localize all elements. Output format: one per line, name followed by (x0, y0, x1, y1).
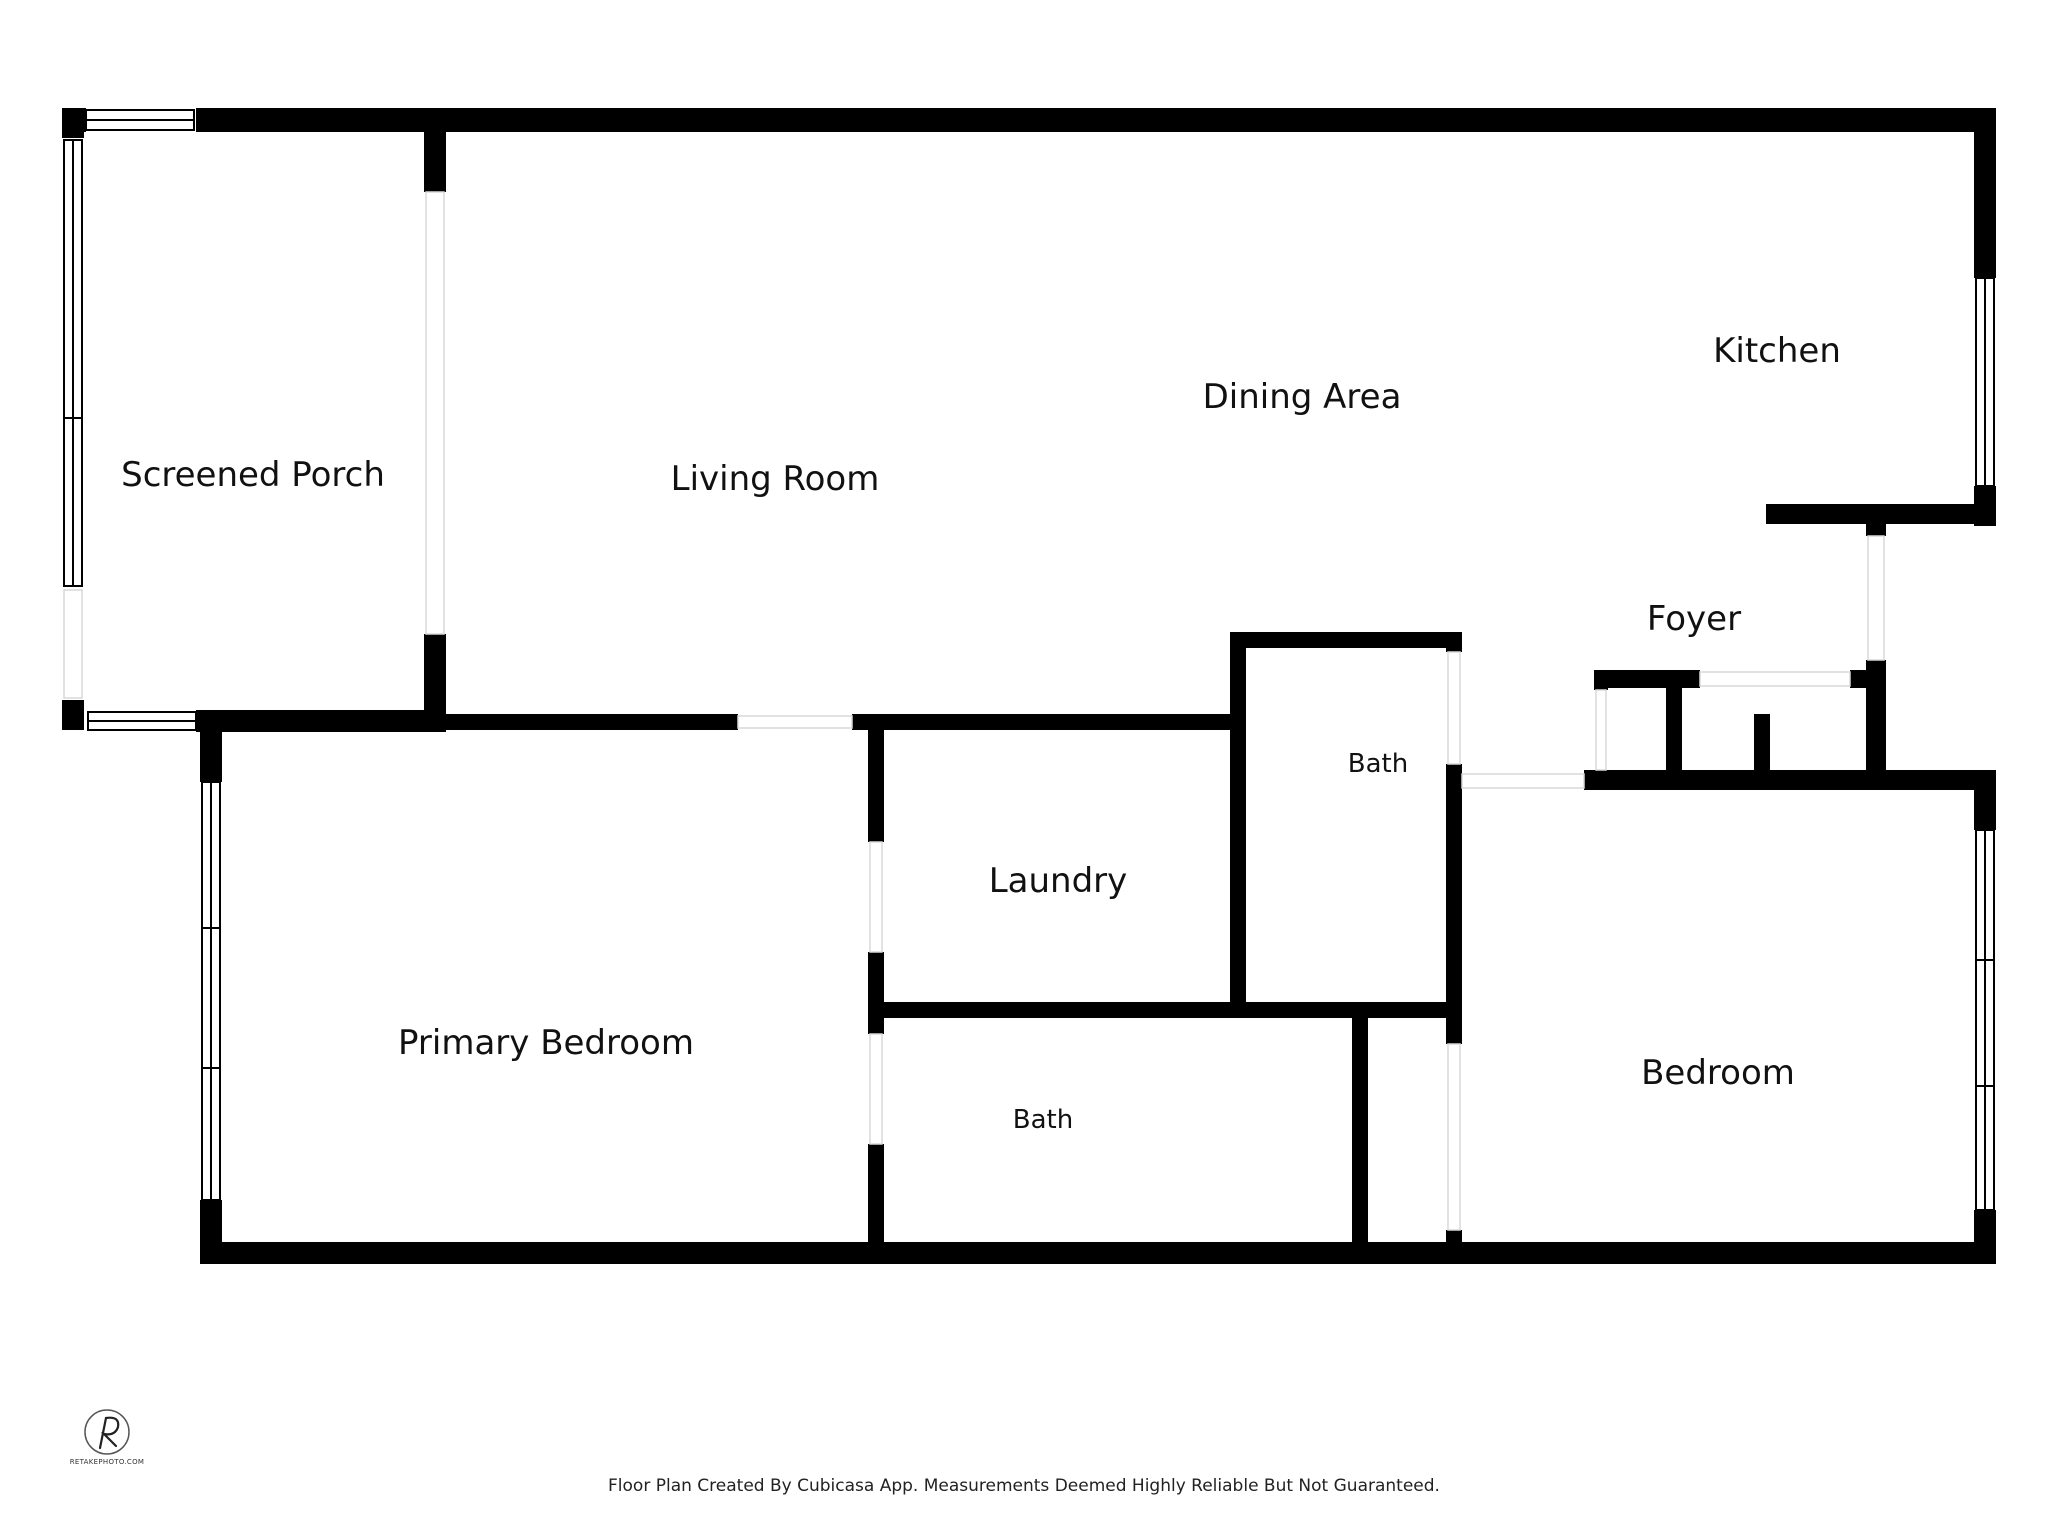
wall-primary-laundry (868, 1144, 884, 1264)
wall-laundry-bath (868, 1002, 1452, 1018)
opening-entry-door (1867, 535, 1885, 661)
wall-closet (1594, 670, 1608, 690)
wall-bath-lower (1446, 1230, 1462, 1264)
wall-right-lower (1974, 770, 1996, 830)
opening-bath-upper-door (1447, 651, 1461, 765)
room-labels: Screened Porch Living Room Dining Area K… (121, 331, 1841, 1135)
wall-foyer-right (1866, 504, 1886, 536)
wall-top (196, 108, 1996, 132)
opening-porch-left (63, 589, 83, 699)
wall-bedroom-top (1880, 770, 1996, 790)
wall-porch-living (424, 634, 446, 732)
wall-primary-top (424, 714, 738, 730)
wall-closet (1850, 670, 1886, 688)
opening-closet-side (1595, 689, 1607, 771)
label-bedroom: Bedroom (1641, 1053, 1795, 1093)
label-primary-bedroom: Primary Bedroom (398, 1023, 694, 1063)
label-bath-lower: Bath (1013, 1105, 1073, 1135)
opening-closet-lower (1447, 1043, 1461, 1231)
wall-bath-upper (1446, 632, 1462, 652)
wall-bath-lower (1352, 1002, 1368, 1264)
label-kitchen: Kitchen (1713, 331, 1841, 371)
wall-primary-left (200, 710, 222, 782)
opening-laundry-door (869, 841, 883, 953)
logo-text: RETAKEPHOTO.COM (69, 1458, 145, 1466)
retakephoto-logo (84, 1409, 130, 1455)
label-living-room: Living Room (671, 459, 880, 499)
footer-disclaimer: Floor Plan Created By Cubicasa App. Meas… (608, 1476, 1440, 1496)
label-foyer: Foyer (1647, 599, 1741, 639)
opening-closet (1699, 671, 1851, 687)
wall-porch-living (424, 128, 446, 192)
wall-closet (1666, 670, 1682, 790)
label-bath-upper: Bath (1348, 749, 1408, 779)
wall-right-upper (1974, 108, 1996, 278)
wall-bottom (200, 1242, 1996, 1264)
label-laundry: Laundry (989, 861, 1128, 901)
wall-porch-bottom (196, 710, 446, 732)
wall-primary-left (200, 1200, 222, 1264)
opening-primary-door (737, 715, 853, 729)
opening-porch-living (425, 191, 445, 635)
label-dining-area: Dining Area (1203, 377, 1402, 417)
opening-bedroom-door (1461, 773, 1585, 789)
opening-bath-lower-door (869, 1033, 883, 1145)
wall-porch-left (62, 108, 84, 138)
wall-bath-upper (1446, 764, 1462, 1044)
openings (425, 191, 1885, 1231)
wall-bath-upper (1230, 632, 1246, 1018)
walls (62, 108, 1996, 1264)
windows (63, 109, 1995, 1211)
wall-bath-upper (1230, 632, 1462, 648)
wall-closet (1594, 670, 1700, 688)
label-screened-porch: Screened Porch (121, 455, 385, 495)
wall-primary-laundry (868, 714, 884, 842)
wall-primary-top (852, 714, 1238, 730)
wall-foyer-right (1866, 660, 1886, 790)
wall-primary-laundry (868, 952, 884, 1034)
wall-porch-left (62, 700, 84, 730)
